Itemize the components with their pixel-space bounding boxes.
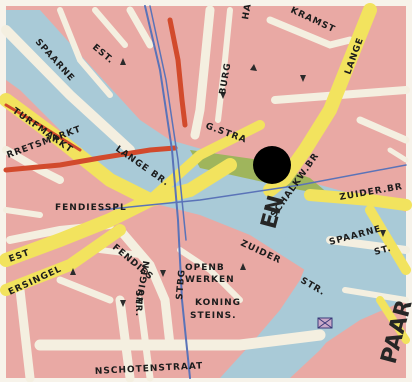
building-symbol — [317, 317, 333, 329]
label-ha: HA — [241, 3, 254, 21]
label-st-right: ST. — [373, 244, 393, 258]
direction-arrows — [70, 58, 386, 307]
label-str-small: STR. — [133, 290, 143, 317]
label-werken: WERKEN — [185, 275, 235, 285]
label-openb: OPENB — [185, 263, 225, 273]
minor-streets — [1, 5, 410, 382]
red-route — [3, 17, 188, 173]
label-fendiesspl: FENDIESSPL — [55, 203, 127, 213]
label-stbg: STBG — [175, 269, 188, 301]
label-steins: STEINS. — [190, 311, 237, 321]
black-circle-marker[interactable] — [253, 146, 291, 184]
spaarne-river-south — [230, 235, 355, 378]
label-koning: KONING — [195, 298, 241, 308]
blue-route — [99, 5, 407, 379]
